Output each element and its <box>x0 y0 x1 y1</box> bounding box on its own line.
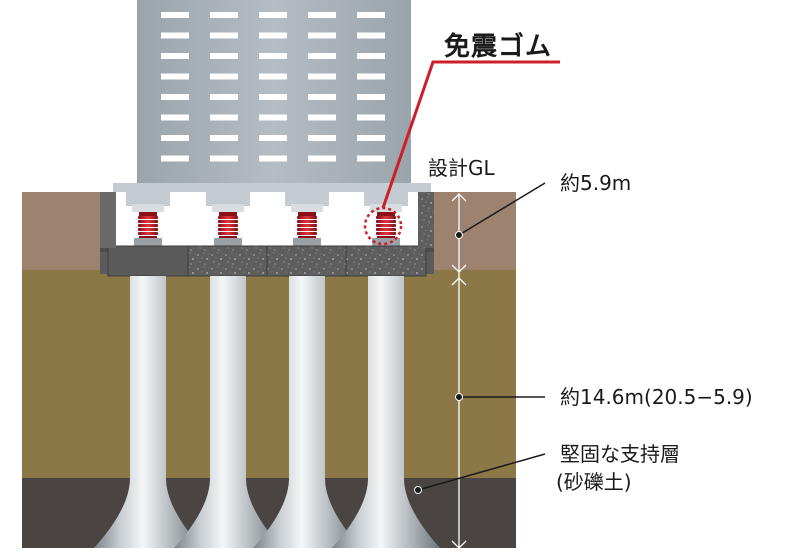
window <box>357 155 385 162</box>
upper-plate <box>212 204 244 212</box>
window <box>357 32 385 39</box>
window <box>161 94 189 100</box>
upper-plate <box>291 204 323 212</box>
lower-plate <box>372 238 400 246</box>
rubber-callout-line <box>381 60 560 209</box>
window <box>259 53 287 59</box>
foundation-caps <box>100 192 434 277</box>
window <box>259 135 287 141</box>
window <box>161 135 189 141</box>
rubber-bearing <box>218 212 238 240</box>
window <box>357 135 385 141</box>
window <box>210 73 238 80</box>
upper-plate <box>370 204 402 212</box>
window <box>210 155 238 162</box>
seismic-rubber-label: 免震ゴム <box>444 32 553 62</box>
window <box>259 12 287 18</box>
window <box>308 155 336 162</box>
lower-plate <box>214 238 242 246</box>
window <box>357 53 385 59</box>
lower-plate <box>134 238 162 246</box>
window <box>259 155 287 162</box>
upper-plate <box>132 204 164 212</box>
window <box>357 73 385 80</box>
window <box>210 135 238 141</box>
window <box>308 114 336 121</box>
pile <box>94 276 202 548</box>
upper-beam <box>126 192 170 206</box>
pit-wall-left <box>100 192 116 248</box>
window <box>210 94 238 100</box>
design-gl-label: 設計GL <box>428 156 495 180</box>
footing <box>345 245 427 277</box>
leader-dots <box>414 231 463 494</box>
footing <box>107 245 189 277</box>
window <box>308 94 336 100</box>
window <box>161 53 189 59</box>
window <box>308 135 336 141</box>
window <box>259 73 287 80</box>
depth-lower-label: 約14.6m(20.5−5.9) <box>560 385 753 409</box>
window <box>210 114 238 121</box>
window <box>357 114 385 121</box>
window <box>161 12 189 18</box>
leader-lines <box>417 182 546 491</box>
window <box>259 32 287 39</box>
window <box>308 73 336 80</box>
window <box>259 114 287 121</box>
window <box>210 32 238 39</box>
piles <box>94 276 440 548</box>
bearing-layer-label: 堅固な支持層 <box>560 442 680 466</box>
bearing-layer-sub-label: (砂礫土) <box>556 470 632 494</box>
window <box>161 32 189 39</box>
window <box>308 53 336 59</box>
window <box>161 155 189 162</box>
footing <box>266 245 348 277</box>
window <box>161 73 189 80</box>
window <box>210 53 238 59</box>
depth-upper-label: 約5.9m <box>560 171 632 195</box>
middle-soil-layer <box>22 270 516 478</box>
lower-plate <box>293 238 321 246</box>
building-windows <box>161 12 385 162</box>
upper-beam <box>285 192 329 206</box>
pile <box>253 276 361 548</box>
window <box>161 114 189 121</box>
footing <box>187 245 269 277</box>
window <box>357 94 385 100</box>
dimension-lines <box>451 193 467 549</box>
building <box>113 0 431 192</box>
upper-beam <box>206 192 250 206</box>
pile <box>332 276 440 548</box>
pit-wall-right <box>418 192 434 248</box>
window <box>357 12 385 18</box>
window <box>308 32 336 39</box>
pile <box>174 276 282 548</box>
window <box>308 12 336 18</box>
window <box>210 12 238 18</box>
window <box>259 94 287 100</box>
